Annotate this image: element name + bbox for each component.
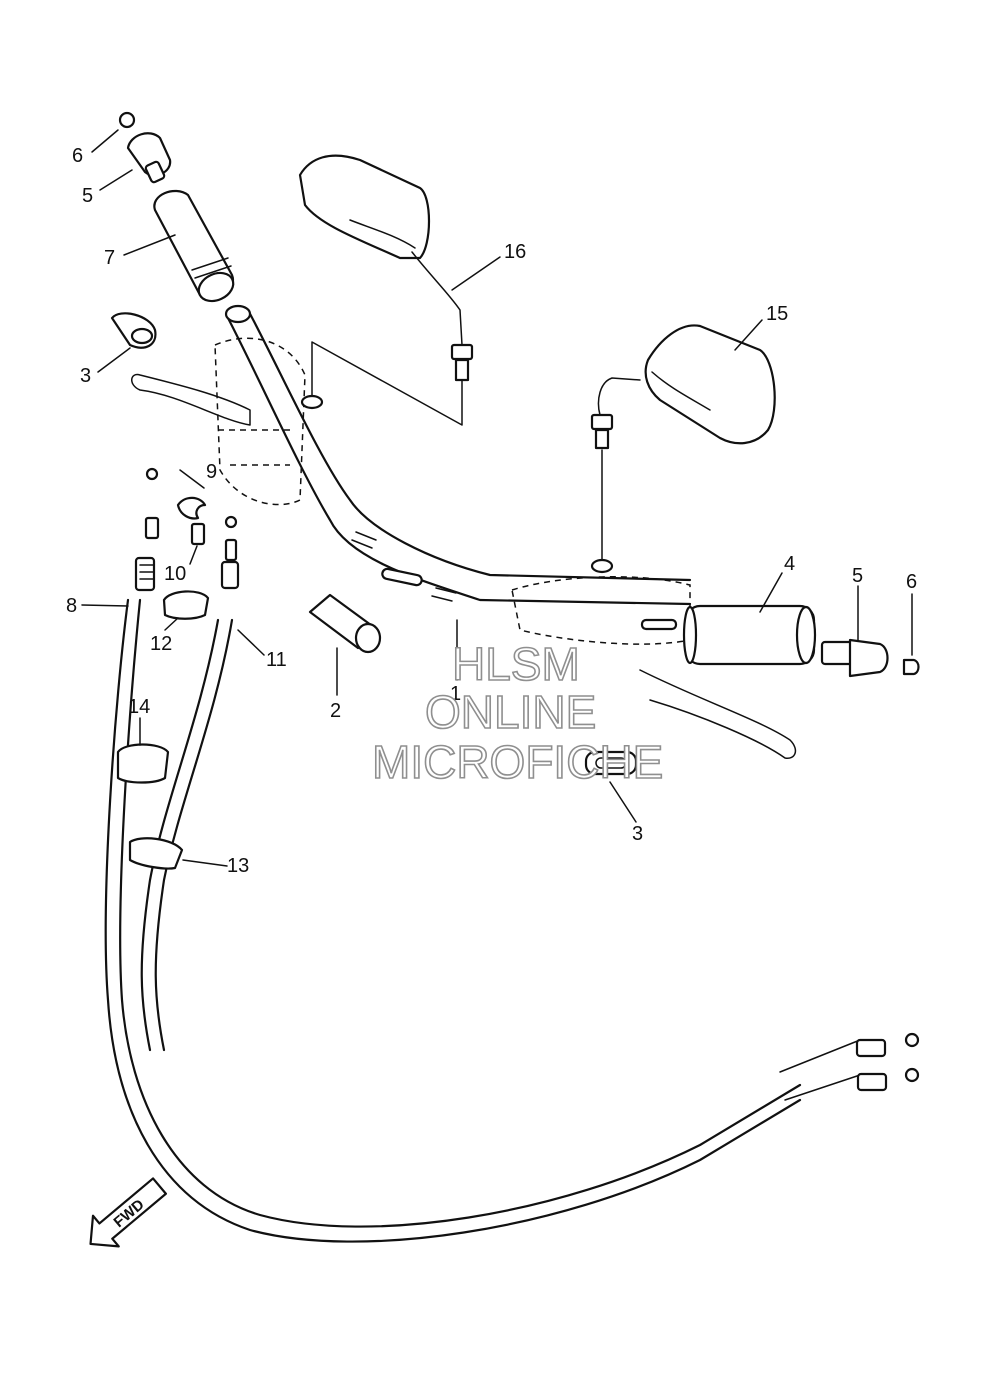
right-grip-part-4[interactable]	[682, 604, 817, 666]
watermark-line-2: ONLINE	[425, 686, 596, 738]
callout-13: 13	[227, 855, 249, 877]
cable-clamp-part-13[interactable]	[128, 837, 184, 870]
mirror-part-16[interactable]	[298, 154, 474, 382]
watermark-line-3: MICROFICHE	[372, 736, 663, 788]
callout-3-right: 3	[632, 823, 643, 845]
watermark-line-1: HLSM	[452, 638, 580, 690]
right-end-cap-part-6[interactable]	[902, 658, 920, 676]
grip-holder-part-3-left[interactable]	[110, 312, 157, 349]
left-end-cap-part-6[interactable]	[118, 111, 136, 129]
callout-5-left: 5	[82, 185, 93, 207]
circlip-part-9[interactable]	[176, 496, 207, 520]
throttle-cable-part-8[interactable]	[104, 467, 802, 1243]
left-bar-end-weight-part-5[interactable]	[126, 132, 172, 184]
callout-9: 9	[206, 461, 217, 483]
callout-15: 15	[766, 303, 788, 325]
grip-holder-part-3-right[interactable]	[584, 750, 638, 776]
callout-6-left: 6	[72, 145, 83, 167]
callout-8: 8	[66, 595, 77, 617]
callout-3-left: 3	[80, 365, 91, 387]
screw-part-10[interactable]	[190, 522, 206, 546]
cable-clamp-part-14[interactable]	[116, 743, 170, 784]
callout-14: 14	[128, 696, 150, 718]
callout-7: 7	[104, 247, 115, 269]
callout-2: 2	[330, 700, 341, 722]
left-grip-part-7[interactable]	[153, 189, 237, 306]
throttle-cable-part-11[interactable]	[140, 515, 920, 1101]
callout-11: 11	[266, 649, 287, 671]
callout-12: 12	[150, 633, 172, 655]
callout-4: 4	[784, 553, 795, 575]
right-bar-end-weight-part-5[interactable]	[820, 638, 889, 678]
callout-6-right: 6	[906, 571, 917, 593]
cable-clamp-part-12[interactable]	[162, 590, 210, 620]
spacer-part-2[interactable]	[308, 593, 382, 654]
callout-1: 1	[450, 683, 461, 705]
mirror-part-15[interactable]	[590, 324, 776, 450]
callout-10: 10	[164, 563, 186, 585]
forward-arrow-icon: FWD	[89, 1177, 167, 1248]
callout-5-right: 5	[852, 565, 863, 587]
callout-16: 16	[504, 241, 526, 263]
handlebar-part-1[interactable]	[131, 304, 797, 759]
